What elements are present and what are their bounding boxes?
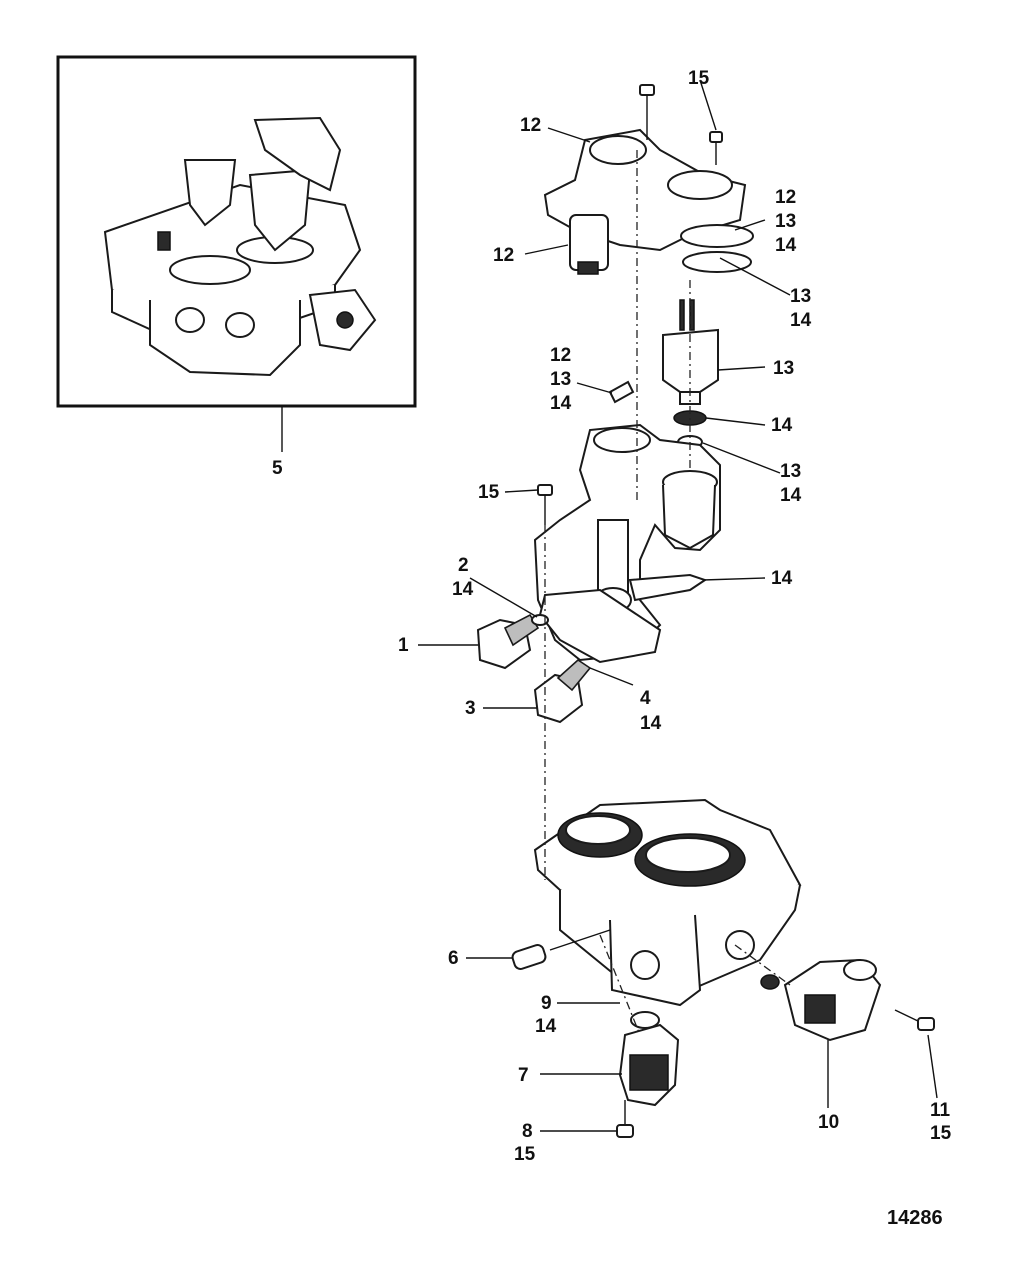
figure-number: 14286 [887, 1207, 943, 1229]
callout-2: 2 [458, 555, 469, 576]
callout-15-mid: 15 [478, 482, 500, 503]
callout-3: 3 [465, 698, 476, 719]
callout-13-mid: 13 [550, 369, 571, 390]
callout-14-filter: 14 [771, 415, 793, 436]
inset-lower-body [149, 300, 301, 377]
cover-screw-long [639, 84, 655, 140]
callout-2-14: 14 [452, 579, 474, 600]
throttle-body [533, 798, 802, 1007]
throttle-position-sensor [618, 1011, 680, 1107]
fuel-outlet-nut [533, 658, 592, 724]
cover-screw-short [709, 131, 723, 165]
callout-11: 11 [930, 1100, 951, 1121]
callout-14-seal: 14 [780, 485, 802, 506]
assembly-lines [544, 150, 791, 1036]
callout-12-top: 12 [520, 115, 541, 136]
body-screw [537, 484, 553, 525]
callout-8: 8 [522, 1121, 533, 1142]
fuel-meter-cover [543, 128, 747, 275]
o-ring-upper [682, 251, 752, 273]
callout-4-14: 14 [640, 713, 662, 734]
callout-5: 5 [272, 458, 283, 479]
callout-7: 7 [518, 1065, 529, 1086]
callout-labels: 5 15 12 12 12 13 14 13 14 13 12 13 14 14… [272, 68, 952, 1165]
callout-12-right: 12 [775, 187, 796, 208]
throttle-lever [628, 573, 708, 602]
inset-frame [56, 55, 417, 408]
callout-12-left: 12 [493, 245, 514, 266]
callout-12-mid: 12 [550, 345, 571, 366]
callout-13-oring: 13 [790, 286, 811, 307]
iac-screw [894, 1009, 935, 1031]
callout-14-right: 14 [775, 235, 797, 256]
tps-screw [616, 1100, 634, 1138]
callout-6: 6 [448, 948, 459, 969]
fuel-meter-gasket-lower [538, 588, 662, 664]
callout-13-injector: 13 [773, 358, 794, 379]
callout-13-seal: 13 [780, 461, 801, 482]
callout-1: 1 [398, 635, 409, 656]
inset-assembled-view [56, 55, 417, 408]
inlet-gasket [531, 614, 549, 626]
callout-9-14: 14 [535, 1016, 557, 1037]
fuel-outlet-gasket [608, 380, 635, 404]
callout-14-lever: 14 [771, 568, 793, 589]
idle-air-control-valve [783, 958, 882, 1042]
callout-13-right: 13 [775, 211, 796, 232]
callout-15-top: 15 [688, 68, 710, 89]
callout-11-15: 15 [930, 1123, 952, 1144]
fuel-inlet-nut [476, 613, 540, 670]
leader-lines [281, 79, 938, 1132]
callout-14-mid: 14 [550, 393, 572, 414]
callout-10: 10 [818, 1112, 839, 1133]
fuel-injector [662, 299, 719, 405]
callout-4: 4 [640, 688, 651, 709]
throttle-shaft-plug [511, 944, 547, 970]
inset-fuel-meter [253, 116, 342, 192]
iac-o-ring [760, 974, 780, 990]
callout-9: 9 [541, 993, 552, 1014]
callout-14-oring: 14 [790, 310, 812, 331]
callout-8-15: 15 [514, 1144, 536, 1165]
inset-injector-left [183, 159, 237, 227]
fuel-meter-gasket [680, 224, 754, 248]
